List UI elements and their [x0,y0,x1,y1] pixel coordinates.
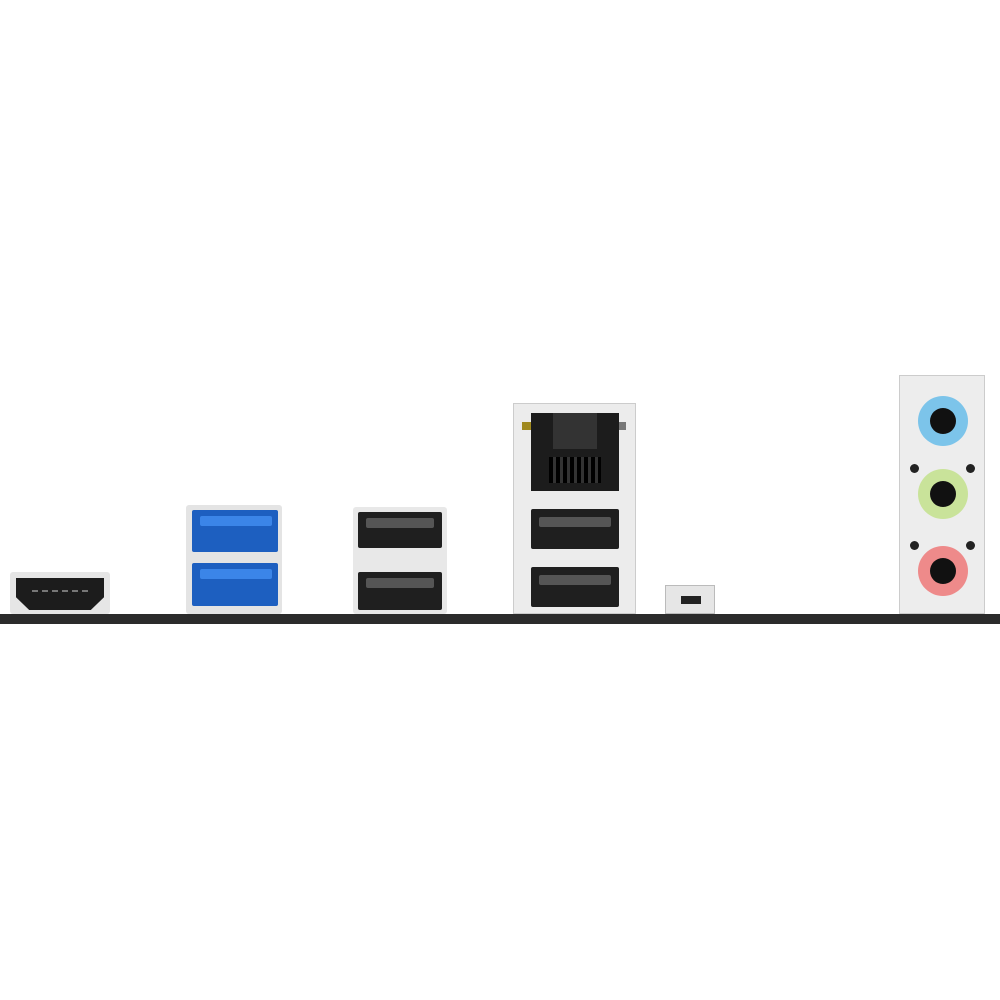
screw-hole [910,541,919,550]
lan-usb-stack [513,403,636,614]
usb-tongue [366,578,434,588]
hdmi-port [10,572,110,614]
screw-hole [966,541,975,550]
ethernet-clip [553,413,597,449]
button-slot [681,596,701,604]
line-out-jack [918,469,968,519]
usb3-port-bottom [192,563,278,606]
screw-hole [966,464,975,473]
usb-port-bottom [531,567,619,607]
ethernet-pins [549,457,601,483]
usb-tongue [539,575,611,585]
usb-tongue [539,517,611,527]
ethernet-port [531,413,619,491]
usb-tongue [200,516,272,526]
usb3-port-top [192,510,278,552]
usb2-stack [353,507,447,614]
io-panel-base [0,614,1000,624]
screw-hole [910,464,919,473]
mic-in-jack [918,546,968,596]
bios-flashback-button [665,585,715,614]
hdmi-pins [32,590,88,594]
audio-jacks [899,375,985,614]
usb-port-top [531,509,619,549]
usb-tongue [200,569,272,579]
hdmi-opening [16,578,104,610]
usb2-port-bottom [358,572,442,610]
lan-led-right [614,422,626,430]
usb-tongue [366,518,434,528]
usb2-port-top [358,512,442,548]
lan-led-left [522,422,534,430]
line-in-jack [918,396,968,446]
usb3-stack [186,505,282,614]
